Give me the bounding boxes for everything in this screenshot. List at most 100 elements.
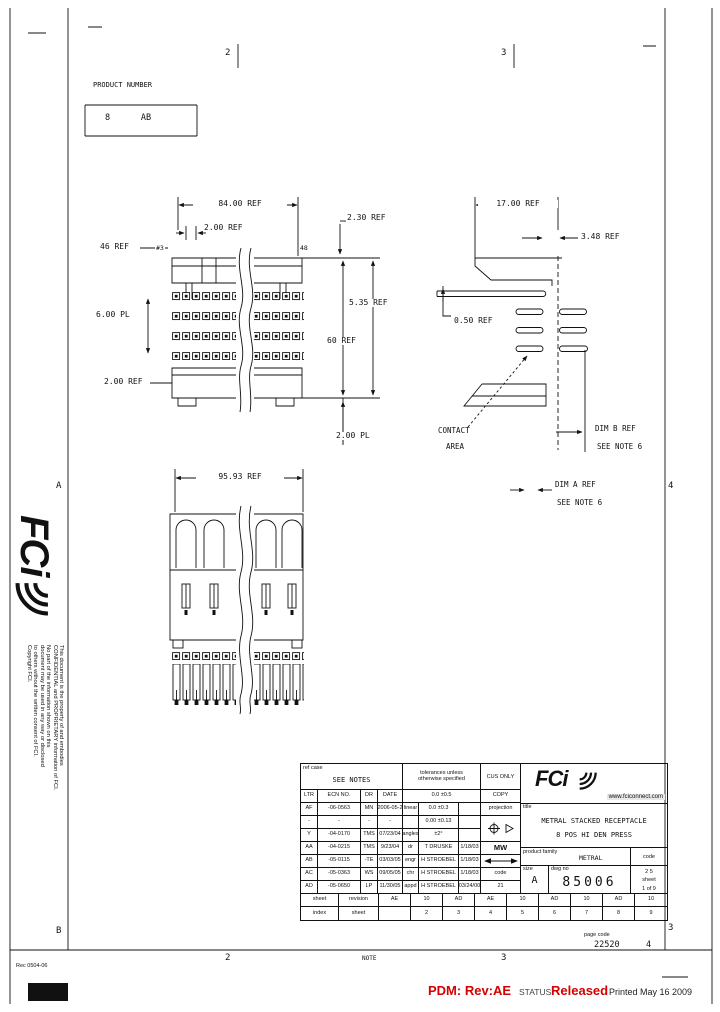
- printed-date-stamp: Printed May 16 2009: [609, 987, 693, 997]
- rev-dr: WS: [361, 868, 378, 881]
- confidential-line: This document is the property of and emb…: [58, 645, 64, 766]
- dim-2-00-ref-left: 2.00 REF: [103, 377, 144, 386]
- brand-cell: FCi www.fciconnect.com: [521, 764, 667, 804]
- rev-ecn: -04-0170: [318, 829, 361, 842]
- rev-extra: 1/18/03: [459, 842, 481, 855]
- rev-dr: -TE: [361, 855, 378, 868]
- rev-mid-val: H STROEBEL: [419, 868, 459, 881]
- contact-area-label-line1: CONTACT: [437, 426, 471, 435]
- sheet-rev-cell: AD: [443, 894, 475, 907]
- col-ltr: LTR: [301, 790, 318, 803]
- col-ecn: ECN NO.: [318, 790, 361, 803]
- rev-ltr: -: [301, 816, 318, 829]
- sheet-index-cell: 9: [649, 909, 653, 916]
- dim-2-30-ref: 2.30 REF: [346, 213, 387, 222]
- product-number-value: 8 AB: [105, 113, 152, 123]
- dwg-no-label: dwg no: [551, 866, 569, 872]
- rev-mid-label: engr: [403, 855, 419, 868]
- rev-dr: LP: [361, 881, 378, 894]
- pin-label-first: #3: [155, 244, 165, 252]
- dim-95-93-ref: 95.93 REF: [196, 473, 284, 481]
- rev-extra: [459, 829, 481, 842]
- col-dr: DR: [361, 790, 378, 803]
- dim-6-00-pl: 6.00 PL: [95, 310, 131, 319]
- rev-date: 09/05/05: [378, 868, 403, 881]
- rev-mid-label: dr: [403, 842, 419, 855]
- rev-ecn: -: [318, 816, 361, 829]
- rev-date: -: [378, 816, 403, 829]
- pin-label-last: 48: [299, 244, 309, 252]
- sheet-row-label: sheet: [301, 894, 339, 907]
- dwg-number: 85006: [562, 875, 617, 890]
- website-link[interactable]: www.fciconnect.com: [606, 794, 665, 800]
- sheet-rev-cell: AE: [379, 894, 411, 907]
- rev-mid-label: chr: [403, 868, 419, 881]
- rev-mid-val: 0.00 ±0.13: [419, 816, 459, 829]
- confidential-line: Copyright FCI.: [25, 645, 32, 683]
- sheet-label: sheet: [642, 877, 656, 884]
- confidential-notice: This document is the property of and emb…: [25, 645, 64, 905]
- size-label: size: [523, 866, 533, 872]
- drawing-title-line2: 8 POS HI DEN PRESS: [556, 831, 632, 839]
- rev-ltr: AF: [301, 803, 318, 816]
- see-notes-label: SEE NOTES: [332, 776, 371, 784]
- rev-mid-label: [403, 816, 419, 829]
- dim-b-see-note: SEE NOTE 6: [596, 442, 644, 451]
- sheet-index-cell: 7: [571, 907, 603, 920]
- code-header-label: code: [643, 854, 655, 860]
- rev-ltr: AB: [301, 855, 318, 868]
- dim-0-50-ref: 0.50 REF: [453, 316, 494, 325]
- zone-left-b: B: [56, 926, 62, 936]
- sheet-index-cell: [379, 907, 411, 920]
- rev-extra: 03/24/00: [459, 881, 481, 894]
- zone-top-2: 2: [225, 48, 231, 58]
- rev-mid-val: H STROEBEL: [419, 881, 459, 894]
- rev-ltr: Y: [301, 829, 318, 842]
- fci-logo-arcs-icon: [15, 583, 49, 616]
- sidebar-fci-logo: FCi: [12, 515, 64, 665]
- confidential-line: to others without the written consent of…: [32, 645, 39, 757]
- rev-extra: [459, 816, 481, 829]
- rev-date: 2006-05-2: [378, 803, 403, 816]
- third-angle-projection-icon: [487, 822, 514, 835]
- rev-ecn: -05-0363: [318, 868, 361, 881]
- dim-5-35-ref: 5.35 REF: [348, 298, 389, 307]
- sheet-rev-cell: 10: [635, 894, 667, 907]
- pdm-revision-stamp: PDM: Rev:AE: [428, 983, 512, 998]
- size-value: A: [531, 875, 538, 886]
- sheet-rev-cell: AD: [603, 894, 635, 907]
- cus-only-label: CUS ONLY: [486, 774, 515, 780]
- dim-17-00-ref: 17.00 REF: [478, 200, 558, 208]
- index-row-label: index: [301, 907, 339, 920]
- zone-right-3: 3: [668, 923, 674, 933]
- dim-a-see-note: SEE NOTE 6: [556, 498, 604, 507]
- page-code-value: 22520: [594, 940, 620, 950]
- tolerance-line2: otherwise specified: [418, 776, 465, 782]
- rev-ecn: -05-0650: [318, 881, 361, 894]
- sheet-index-cell: 5: [507, 907, 539, 920]
- rev-mid-val: H STROEBEL: [419, 855, 459, 868]
- rev-header-cell: ref case SEE NOTES: [301, 764, 403, 790]
- confidential-line: document may be used in any way or discl…: [38, 645, 45, 767]
- product-family-cell: product family METRAL: [521, 848, 631, 866]
- code-value: 21: [481, 881, 521, 894]
- product-family-value: METRAL: [579, 854, 603, 862]
- page-number: 4: [646, 940, 652, 950]
- title-cell: title METRAL STACKED RECEPTACLE 8 POS HI…: [521, 804, 667, 848]
- dim-b-ref: DIM B REF: [594, 424, 637, 433]
- rev-ecn: -04-0215: [318, 842, 361, 855]
- product-family-label: product family: [523, 849, 558, 855]
- rev-date: 03/03/05: [378, 855, 403, 868]
- projection-symbol-cell: [481, 816, 521, 842]
- sheet-rev-cell: 10: [571, 894, 603, 907]
- dim-60-ref: 60 REF: [326, 336, 357, 345]
- rev-mid-val: T DRUSKE: [419, 842, 459, 855]
- page-code-label: page code: [584, 932, 610, 938]
- rec-stamp: Rec 0504-06: [16, 963, 48, 969]
- rev-dr: TMS: [361, 842, 378, 855]
- zone-bottom-2: 2: [225, 953, 231, 963]
- rev-ltr: AC: [301, 868, 318, 881]
- rev-mid-val: ±2°: [419, 829, 459, 842]
